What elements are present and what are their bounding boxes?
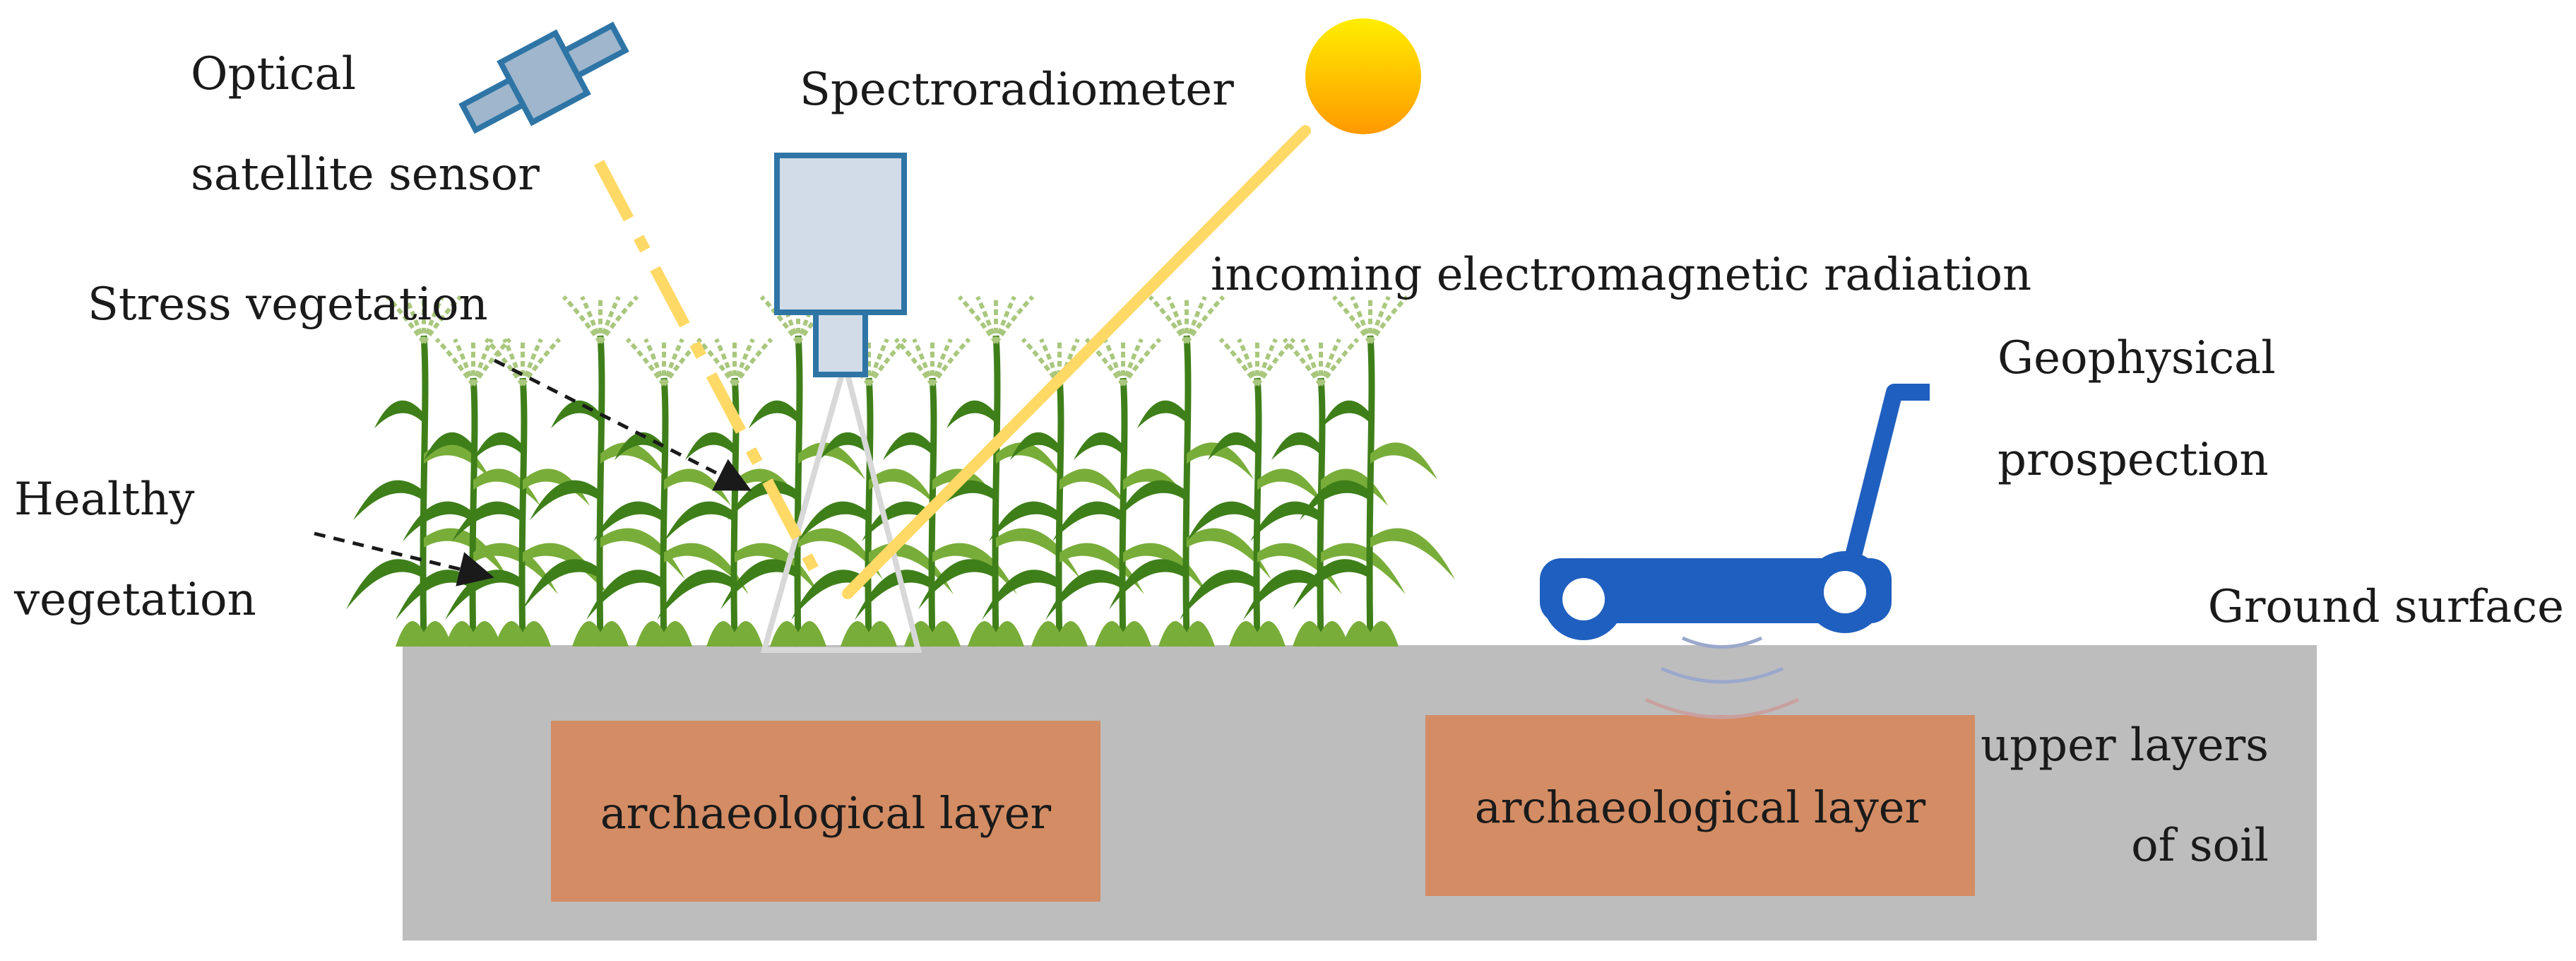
corn-plant	[1293, 295, 1455, 647]
corn-plant	[918, 295, 1081, 647]
healthy-vegetation-label-line2: vegetation	[13, 574, 256, 626]
gpr-cart-icon	[1540, 384, 1930, 640]
archaeological-layer-left-label: archaeological layer	[600, 787, 1052, 839]
gpr-signal-waves	[1644, 636, 1800, 719]
stress-vegetation-label: Stress vegetation	[88, 278, 488, 331]
corn-plant	[855, 337, 1017, 647]
stress-vegetation-arrow	[493, 358, 752, 491]
satellite-icon	[458, 21, 629, 134]
healthy-vegetation-arrow	[314, 531, 494, 586]
spectroradiometer-label: Spectroradiometer	[800, 64, 1234, 116]
corn-plant	[1243, 337, 1406, 647]
geophysical-label-line2: prospection	[1998, 434, 2269, 486]
archaeological-layer-right	[1425, 715, 1975, 896]
satellite-label-line2: satellite sensor	[191, 148, 540, 201]
healthy-vegetation-label-line1: Healthy	[14, 473, 194, 526]
vegetation-field	[346, 295, 1455, 647]
upper-soil-label-line1: upper layers	[1981, 719, 2269, 772]
corn-plant	[445, 337, 607, 647]
radiation-label: incoming electromagnetic radiation	[1211, 249, 2031, 301]
corn-plant	[586, 337, 749, 647]
archaeological-layer-left	[551, 721, 1100, 902]
corn-plant	[1180, 337, 1342, 647]
upper-soil-label-line2: of soil	[2131, 820, 2269, 872]
spectroradiometer-icon	[774, 153, 907, 377]
radiation-beam	[842, 125, 1311, 599]
archaeological-layer-right-label: archaeological layer	[1475, 782, 1926, 833]
corn-plant	[1109, 295, 1271, 647]
geophysical-label-line1: Geophysical	[1998, 332, 2276, 384]
sun-icon	[1305, 18, 1421, 134]
corn-plant	[346, 295, 509, 647]
ground-surface-label: Ground surface	[2208, 581, 2564, 633]
satellite-beam	[593, 160, 825, 582]
corn-plant	[396, 337, 558, 647]
corn-plant	[1045, 337, 1208, 647]
satellite-label-line1: Optical	[191, 48, 356, 100]
